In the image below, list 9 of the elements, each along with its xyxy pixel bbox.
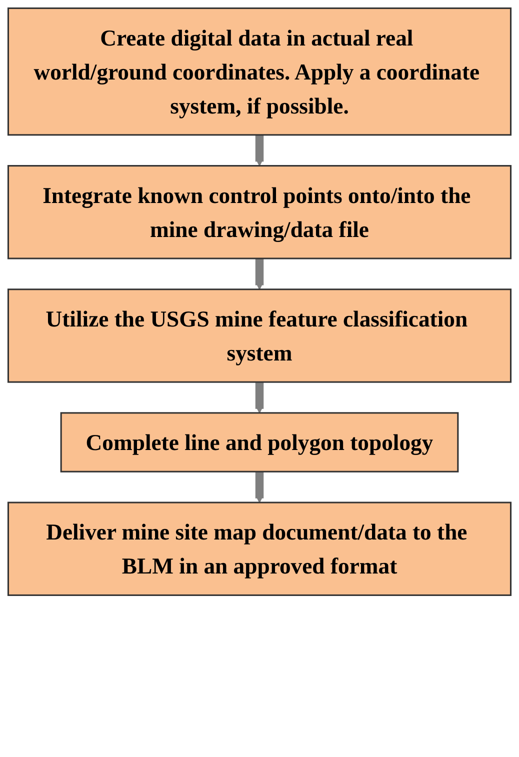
node-box: Utilize the USGS mine feature classification system (7, 288, 512, 383)
node-box: Create digital data in actual real world/ground coordinates. Apply a coordinate system, if possible. (7, 7, 512, 136)
node-box: Integrate known control points onto/into the mine drawing/data file (7, 165, 512, 260)
arrow (254, 380, 264, 414)
node-box: Deliver mine site map document/data to the BLM in an approved format (7, 502, 512, 596)
arrow (254, 256, 264, 290)
arrow (254, 133, 264, 166)
arrow (254, 470, 264, 503)
node-box: Complete line and polygon topology (60, 412, 459, 472)
